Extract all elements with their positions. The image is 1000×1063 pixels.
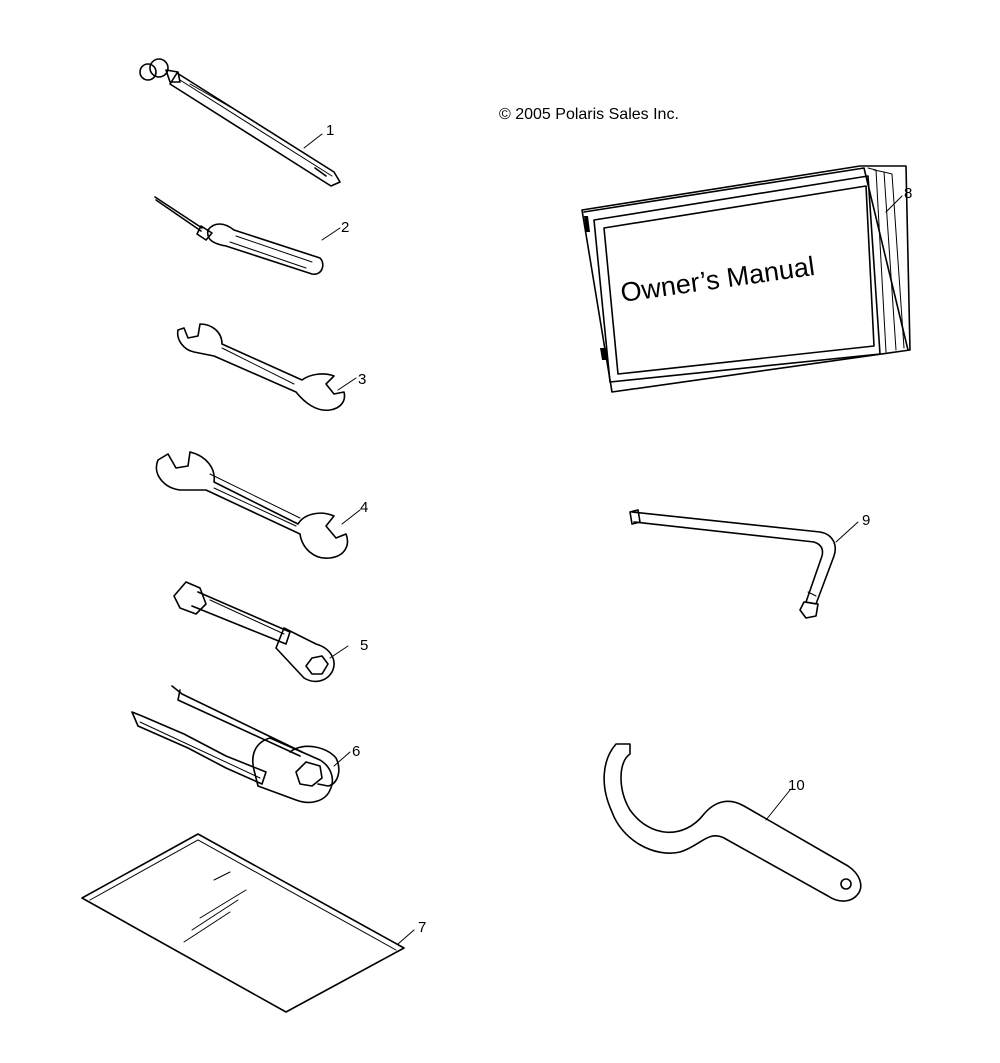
- callout-line-10: [765, 789, 791, 821]
- tool-holder-clip-icon: [131, 685, 340, 804]
- callout-6: 6: [352, 743, 360, 760]
- callout-4: 4: [360, 499, 368, 516]
- hex-key-icon: [629, 509, 836, 619]
- owners-manual-icon: Owner’s Manual: [581, 165, 911, 393]
- callout-8: 8: [904, 185, 912, 202]
- callout-3: 3: [358, 371, 366, 388]
- spark-plug-socket-wrench-icon: [173, 581, 335, 683]
- spanner-wrench-icon: [603, 743, 862, 902]
- callout-5: 5: [360, 637, 368, 654]
- tire-pressure-gauge-icon: [139, 58, 341, 187]
- manual-cover-title: Owner’s Manual: [619, 251, 817, 308]
- copyright-notice: © 2005 Polaris Sales Inc.: [499, 106, 679, 123]
- callout-7: 7: [418, 919, 426, 936]
- plastic-tool-bag-icon: [81, 833, 405, 1013]
- callout-2: 2: [341, 219, 349, 236]
- callout-line-9: [835, 521, 859, 543]
- callout-1: 1: [326, 122, 334, 139]
- open-end-wrench-icon: [155, 451, 349, 559]
- callout-line-4: [341, 509, 361, 525]
- callout-9: 9: [862, 512, 870, 529]
- callout-line-1: [303, 133, 323, 149]
- callout-line-2: [321, 227, 341, 241]
- callout-10: 10: [788, 777, 805, 794]
- callout-line-7: [397, 929, 415, 945]
- callout-line-8: [885, 195, 903, 213]
- callout-line-3: [337, 377, 357, 391]
- callout-line-5: [329, 645, 349, 659]
- small-open-end-wrench-icon: [176, 323, 346, 412]
- callout-line-6: [333, 751, 351, 767]
- screwdriver-icon: [154, 196, 324, 275]
